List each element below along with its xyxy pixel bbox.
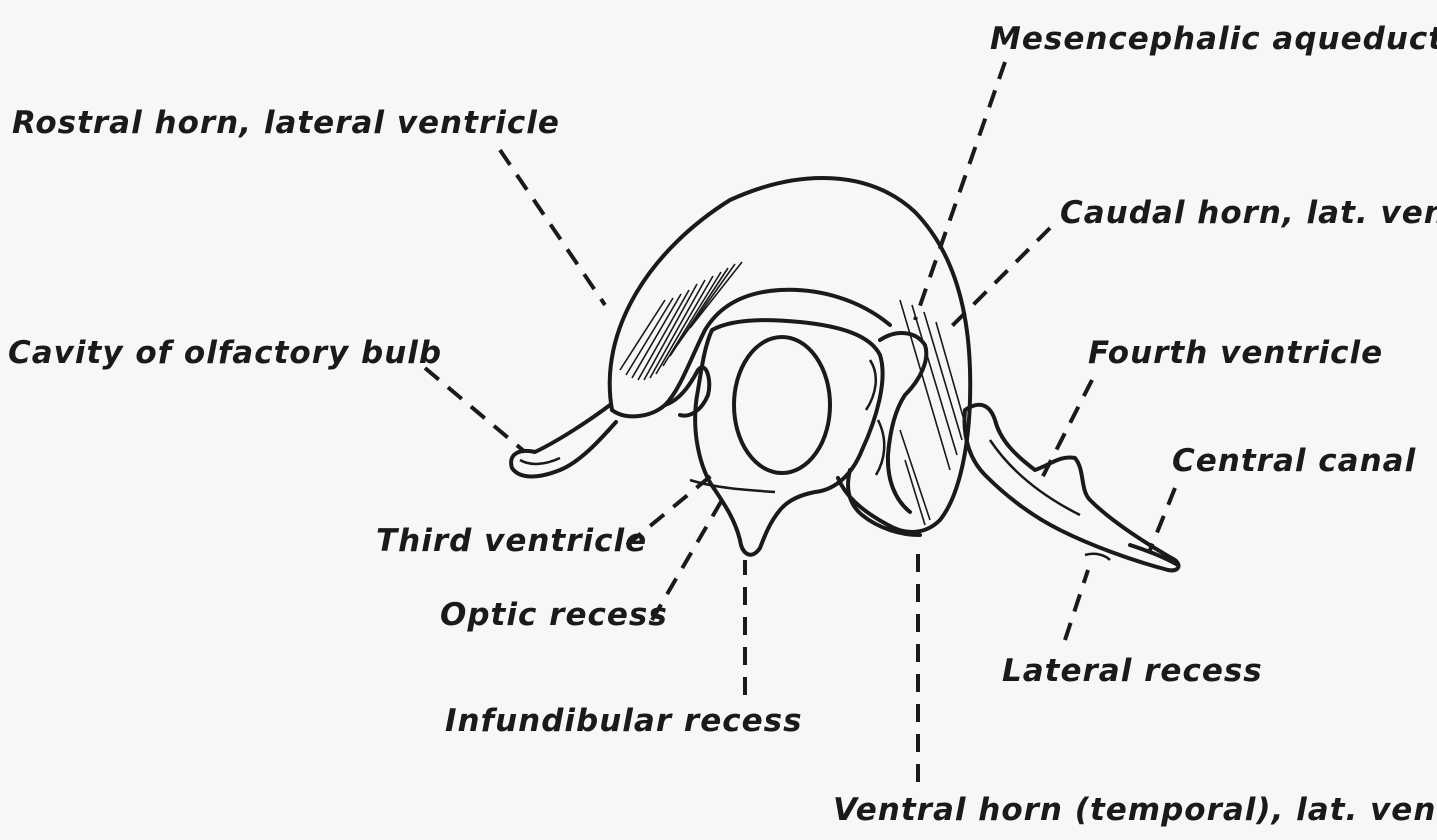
third-ventricle-outline: [695, 320, 882, 555]
label-lateral-recess: Lateral recess: [1002, 656, 1263, 687]
label-infundibular-recess: Infundibular recess: [445, 706, 803, 737]
leader-central-canal: [1150, 488, 1175, 550]
label-ventral-horn: Ventral horn (temporal), lat. vent.: [833, 795, 1437, 826]
leader-caudal-horn: [948, 228, 1050, 330]
leader-fourth-ventricle: [1040, 380, 1092, 482]
label-rostral-horn: Rostral horn, lateral ventricle: [12, 108, 560, 139]
interthalamic-adhesion: [734, 337, 830, 473]
leader-rostral-horn: [500, 150, 605, 305]
fourth-ventricle-outline: [964, 405, 1178, 571]
label-fourth-ventricle: Fourth ventricle: [1088, 338, 1383, 369]
label-olfactory-bulb: Cavity of olfactory bulb: [8, 338, 442, 369]
ventricle-cast: [511, 178, 1178, 570]
label-central-canal: Central canal: [1172, 446, 1416, 477]
label-third-ventricle: Third ventricle: [376, 526, 647, 557]
label-mesencephalic-aqueduct: Mesencephalic aqueduct: [990, 24, 1437, 55]
hatching: [620, 262, 964, 525]
leader-mesencephalic-aqueduct: [915, 62, 1005, 320]
label-caudal-horn: Caudal horn, lat. vent.: [1060, 198, 1437, 229]
label-optic-recess: Optic recess: [440, 600, 668, 631]
olfactory-bulb-cavity: [511, 405, 616, 477]
leader-lateral-recess: [1065, 570, 1088, 640]
leader-olfactory-bulb: [425, 368, 525, 452]
